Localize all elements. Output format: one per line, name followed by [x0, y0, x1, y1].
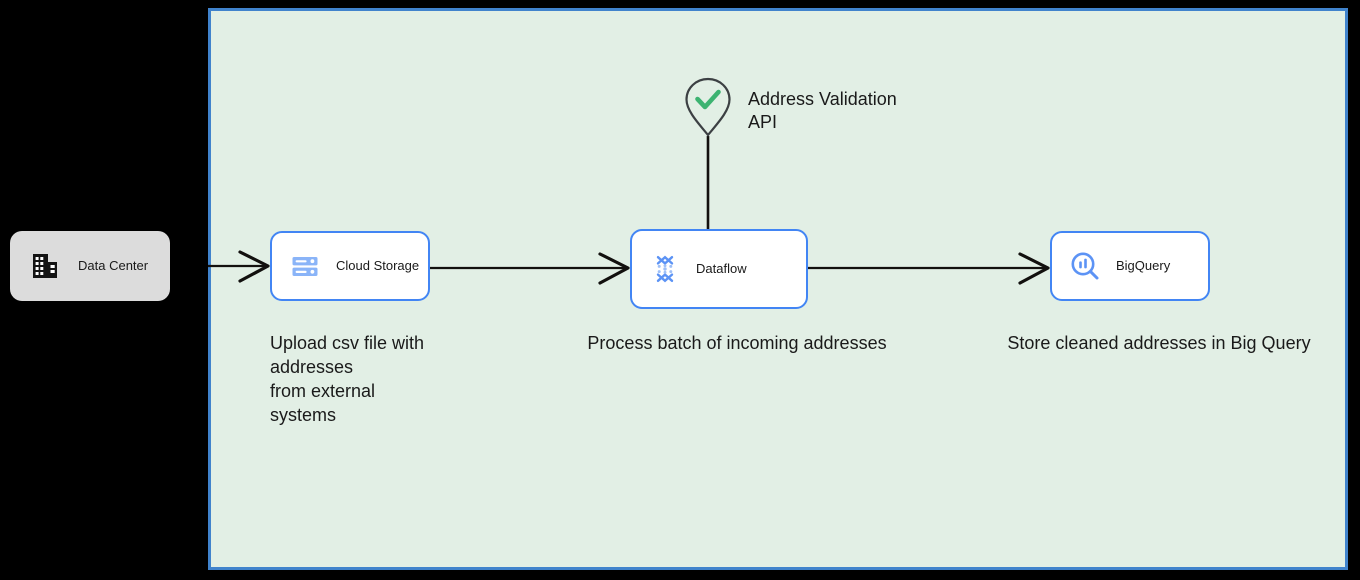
api-label-line-2: API — [748, 112, 778, 132]
node-dataflow[interactable]: Dataflow — [630, 229, 808, 309]
node-cloud-storage-label: Cloud Storage — [336, 258, 420, 274]
node-bigquery[interactable]: BigQuery — [1050, 231, 1210, 301]
data-center-building-icon — [30, 251, 60, 281]
caption-bigquery: Store cleaned addresses in Big Query — [1007, 333, 1311, 353]
node-dataflow-label: Dataflow — [696, 261, 747, 277]
caption-cloud-storage-line-2: addresses — [270, 357, 354, 377]
dataflow-icon — [650, 254, 680, 284]
caption-cloud-storage: Upload csv file with addresses from exte… — [270, 331, 480, 427]
caption-cloud-storage-line-1: Upload csv file with — [270, 333, 425, 353]
node-data-center-label: Data Center — [78, 258, 149, 274]
node-data-center[interactable]: Data Center — [10, 231, 170, 301]
cloud-storage-icon — [290, 251, 320, 281]
caption-cloud-storage-line-4: systems — [270, 405, 337, 425]
address-validation-api-label: Address Validation API — [748, 88, 978, 134]
node-cloud-storage[interactable]: Cloud Storage — [270, 231, 430, 301]
bigquery-icon — [1070, 251, 1100, 281]
caption-cloud-storage-line-3: from external — [270, 381, 376, 401]
address-validation-api-marker[interactable] — [683, 76, 733, 138]
node-bigquery-label: BigQuery — [1116, 258, 1171, 274]
api-label-line-1: Address Validation — [748, 89, 897, 109]
map-pin-check-icon — [685, 77, 731, 137]
caption-dataflow: Process batch of incoming addresses — [587, 333, 887, 353]
